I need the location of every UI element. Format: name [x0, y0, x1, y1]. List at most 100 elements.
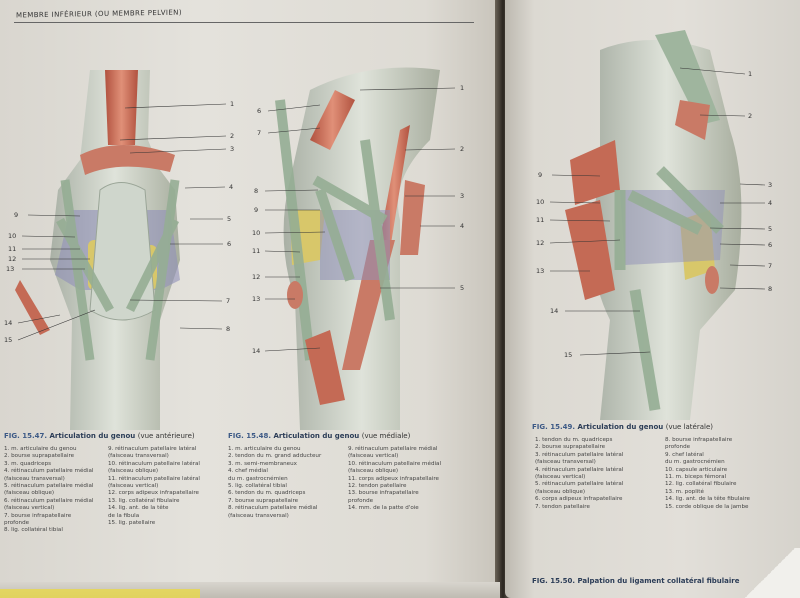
- knee-medial-illustration: [275, 67, 440, 430]
- legend-item: de la fibula: [108, 512, 140, 519]
- fig47-label-4: 4: [229, 183, 234, 191]
- fig48-label-3: 3: [460, 192, 465, 200]
- legend-item: profonde: [4, 520, 30, 527]
- legend-item: (faisceau transversal): [108, 453, 169, 460]
- fig47-label-10: 10: [8, 232, 17, 240]
- legend-item: 5. lig. collatéral tibial: [228, 483, 287, 490]
- legend-item: 5. rétinaculum patellaire médial: [4, 483, 94, 490]
- fig49-label-5: 5: [768, 225, 773, 233]
- legend-item: 7. bourse suprapatellaire: [228, 497, 299, 504]
- legend-item: 10. capsule articulaire: [665, 466, 728, 473]
- legend-item: (faisceau vertical): [4, 505, 55, 512]
- fig48-label-2: 2: [460, 145, 465, 153]
- fig49-label-2: 2: [748, 112, 753, 120]
- fig48-label-8: 8: [254, 187, 259, 195]
- fig48-label-10: 10: [252, 229, 261, 237]
- articularis-genu: [310, 90, 355, 150]
- legend-item: (faisceau transversal): [535, 459, 596, 466]
- retinaculum-bands: [56, 179, 180, 361]
- legend-item: 1. tendon du m. quadriceps: [535, 437, 613, 443]
- fig48-legend-col2: 9. rétinaculum patellaire médial (faisce…: [348, 446, 441, 513]
- fig49-label-13: 13: [536, 267, 545, 275]
- fig47-label-14: 14: [4, 319, 13, 327]
- fig47-legend-col2: 9. rétinaculum patellaire latéral (faisc…: [108, 446, 200, 527]
- legend-item: 4. rétinaculum patellaire médial: [4, 468, 94, 475]
- fig47-label-1: 1: [230, 100, 235, 108]
- fig47-label-13: 13: [6, 265, 15, 273]
- legend-item: 13. bourse infrapatellaire: [348, 490, 419, 497]
- fig48-caption: FIG. 15.48. Articulation du genou (vue m…: [228, 432, 410, 440]
- legend-item: (faisceau oblique): [535, 488, 586, 495]
- fig49-number: FIG. 15.49.: [532, 423, 576, 431]
- lateral-ligaments: [614, 166, 724, 411]
- gastrocnemius-lateral: [570, 140, 620, 205]
- legend-item: (faisceau vertical): [348, 453, 399, 460]
- fig49-label-9: 9: [538, 171, 543, 179]
- fig49-label-12: 12: [536, 239, 545, 247]
- legend-item: 7. tendon patellaire: [535, 503, 590, 510]
- legend-item: 12. tendon patellaire: [348, 483, 407, 490]
- legend-item: du m. gastrocnémien: [228, 475, 288, 482]
- legend-item: 12. corps adipeux infrapatellaire: [108, 490, 199, 497]
- fig49-label-7: 7: [768, 262, 773, 270]
- legend-item: 15. lig. patellaire: [108, 520, 156, 527]
- legend-item: 9. chef latéral: [665, 451, 704, 458]
- legend-item: 7. bourse infrapatellaire: [4, 512, 72, 519]
- fig48-legend-col1: 1. m. articulaire du genou 2. tendon du …: [228, 446, 321, 520]
- legend-item: 13. lig. collatéral fibulaire: [108, 497, 180, 504]
- legend-item: 12. lig. collatéral fibulaire: [665, 481, 737, 488]
- fig49-label-8: 8: [768, 285, 773, 293]
- fig49-label-6: 6: [768, 241, 773, 249]
- legend-item: 9. rétinaculum patellaire médial: [348, 446, 438, 452]
- fig47-label-15: 15: [4, 336, 13, 344]
- legend-item: 2. bourse suprapatellaire: [535, 444, 606, 451]
- fig50-title: Palpation du ligament collatéral fibulai…: [577, 577, 740, 585]
- quadriceps-tendon: [655, 30, 720, 125]
- legend-item: (faisceau oblique): [4, 490, 55, 497]
- legend-item: 2. bourse suprapatellaire: [4, 453, 75, 460]
- legend-item: du m. gastrocnémien: [665, 459, 725, 466]
- pes-anserinus-tendons: [305, 330, 345, 405]
- fig49-legend-col2: 8. bourse infrapatellaire profonde 9. ch…: [665, 437, 750, 511]
- fig49-label-1: 1: [748, 70, 753, 78]
- fig49-label-10: 10: [536, 198, 545, 206]
- fig48-label-13: 13: [252, 295, 261, 303]
- legend-item: 2. tendon du m. grand adducteur: [228, 453, 322, 460]
- fig47-label-11: 11: [8, 245, 17, 253]
- legend-item: (faisceau transversal): [4, 475, 65, 482]
- legend-item: 3. m. quadriceps: [4, 460, 52, 467]
- legend-item: 5. rétinaculum patellaire latéral: [535, 481, 624, 488]
- legend-item: profonde: [348, 497, 374, 504]
- fig48-label-11: 11: [252, 247, 261, 255]
- deep-bursa: [287, 281, 303, 309]
- legend-item: 9. rétinaculum patellaire latéral: [108, 446, 197, 452]
- fig49-legend-col1: 1. tendon du m. quadriceps 2. bourse sup…: [535, 437, 623, 511]
- legend-item: (faisceau vertical): [535, 474, 586, 481]
- fig48-label-4: 4: [460, 222, 465, 230]
- knee-lateral-illustration: [565, 30, 742, 420]
- legend-item: 8. bourse infrapatellaire: [665, 437, 733, 443]
- fig48-view: (vue médiale): [361, 432, 411, 440]
- legend-item: 8. rétinaculum patellaire médial: [228, 505, 318, 512]
- page-corner-fold: [740, 548, 800, 598]
- fig50-number: FIG. 15.50.: [532, 577, 576, 585]
- legend-item: 3. m. semi-membraneux: [228, 460, 297, 467]
- legend-item: 4. rétinaculum patellaire latéral: [535, 466, 624, 473]
- fig48-label-12: 12: [252, 273, 261, 281]
- legend-item: 13. m. poplité: [665, 488, 704, 495]
- legend-item: 14. mm. de la patte d'oie: [348, 505, 419, 512]
- fig47-label-6: 6: [227, 240, 232, 248]
- legend-item: 14. lig. ant. de la tête fibulaire: [665, 496, 750, 503]
- medial-ligaments: [275, 99, 395, 361]
- fig48-label-5: 5: [460, 284, 465, 292]
- legend-item: 6. corps adipeux infrapatellaire: [535, 496, 623, 503]
- fig47-label-12: 12: [8, 255, 17, 263]
- fig48-number: FIG. 15.48.: [228, 432, 272, 440]
- legend-item: (faisceau transversal): [228, 512, 289, 519]
- legend-item: profonde: [665, 444, 691, 451]
- suprapatellar-bursa: [80, 145, 175, 175]
- quadriceps-muscle: [105, 70, 138, 145]
- infrapatellar-bursa-lateral: [705, 266, 719, 294]
- fig47-caption: FIG. 15.47. Articulation du genou (vue a…: [4, 432, 195, 440]
